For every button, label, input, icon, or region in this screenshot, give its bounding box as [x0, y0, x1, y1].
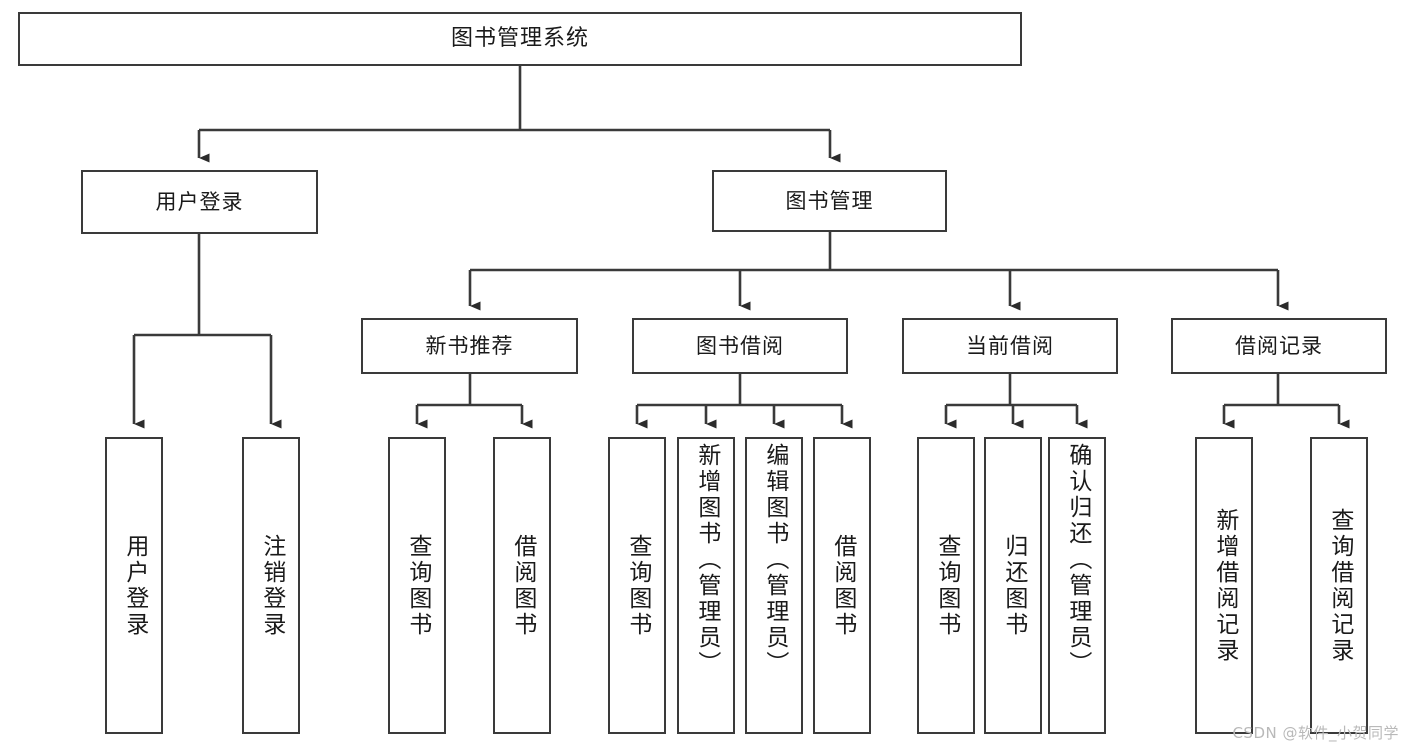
node-label: 查询图书: [624, 533, 651, 638]
node-label: 借阅记录: [1235, 333, 1323, 358]
node-label: 确认归还（管理员）: [1064, 443, 1091, 677]
node-label: 新增图书（管理员）: [693, 443, 720, 677]
leaf-borrow-borrow-book[interactable]: 借阅图书: [813, 437, 871, 734]
node-label: 查询图书: [933, 533, 960, 638]
node-current-borrow[interactable]: 当前借阅: [902, 318, 1118, 374]
node-label: 图书管理: [785, 188, 874, 213]
node-label: 用户登录: [121, 533, 148, 638]
node-label: 用户登录: [155, 189, 244, 214]
leaf-current-query-book[interactable]: 查询图书: [917, 437, 975, 734]
node-label: 新书推荐: [425, 333, 514, 358]
node-label: 注销登录: [258, 533, 285, 638]
watermark-text: CSDN @软件_小贺同学: [1232, 724, 1399, 742]
leaf-user-login-login[interactable]: 用户登录: [105, 437, 163, 734]
leaf-record-add-borrow-record[interactable]: 新增借阅记录: [1195, 437, 1253, 734]
node-label: 查询借阅记录: [1326, 507, 1353, 664]
leaf-current-return-book[interactable]: 归还图书: [984, 437, 1042, 734]
node-label: 归还图书: [1000, 533, 1027, 638]
node-book-management[interactable]: 图书管理: [712, 170, 947, 232]
leaf-recommend-borrow-book[interactable]: 借阅图书: [493, 437, 551, 734]
node-new-book-recommend[interactable]: 新书推荐: [361, 318, 578, 374]
leaf-current-confirm-return-admin[interactable]: 确认归还（管理员）: [1048, 437, 1106, 734]
leaf-borrow-edit-book-admin[interactable]: 编辑图书（管理员）: [745, 437, 803, 734]
node-user-login[interactable]: 用户登录: [81, 170, 318, 234]
leaf-borrow-add-book-admin[interactable]: 新增图书（管理员）: [677, 437, 735, 734]
leaf-record-query-borrow-record[interactable]: 查询借阅记录: [1310, 437, 1368, 734]
node-root-library-system[interactable]: 图书管理系统: [18, 12, 1022, 66]
leaf-recommend-query-book[interactable]: 查询图书: [388, 437, 446, 734]
node-borrow-record[interactable]: 借阅记录: [1171, 318, 1387, 374]
node-label: 查询图书: [404, 533, 431, 638]
node-label: 新增借阅记录: [1211, 507, 1238, 664]
leaf-user-login-logout[interactable]: 注销登录: [242, 437, 300, 734]
node-book-borrow[interactable]: 图书借阅: [632, 318, 848, 374]
node-label: 当前借阅: [966, 333, 1054, 358]
node-label: 图书管理系统: [450, 26, 589, 52]
node-label: 借阅图书: [829, 533, 856, 638]
node-label: 借阅图书: [509, 533, 536, 638]
node-label: 编辑图书（管理员）: [761, 443, 788, 677]
leaf-borrow-query-book[interactable]: 查询图书: [608, 437, 666, 734]
node-label: 图书借阅: [696, 333, 784, 358]
